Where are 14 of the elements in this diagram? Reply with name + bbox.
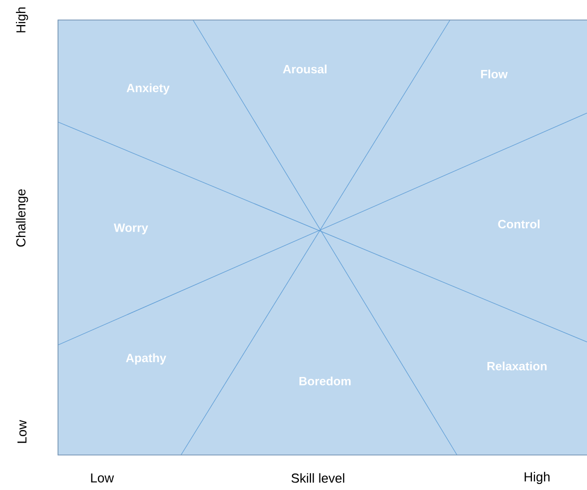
zone-label: Arousal [282,64,326,74]
axis-label: Skill level [292,473,344,483]
axis-label: Low [17,420,27,443]
zone-label: Relaxation [487,362,547,370]
axis-label: Low [91,473,114,483]
zone-label: Apathy [126,353,166,365]
zone-label: Boredom [299,376,351,386]
axis-label: High [16,7,28,32]
axis-label: High [524,472,550,484]
zone-label: Anxiety [126,83,170,95]
axis-label: Challenge [16,189,28,247]
zone-label: Control [498,220,540,228]
zone-label: Worry [114,224,148,234]
zone-label: Flow [481,70,508,78]
